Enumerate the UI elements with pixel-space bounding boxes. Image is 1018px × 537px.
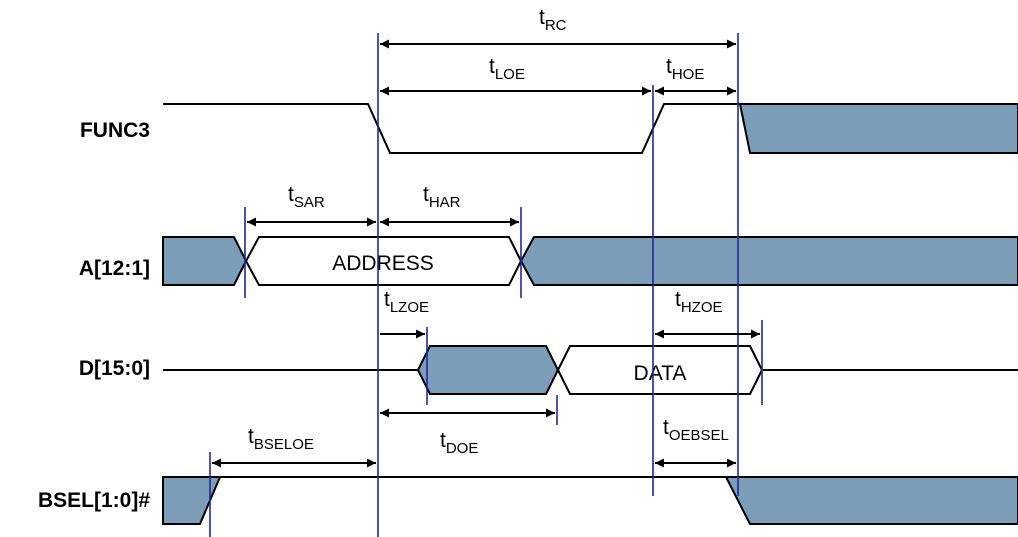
signal-label-data: D[15:0] [79, 357, 150, 380]
timing-label-toebsel: tOEBSEL [663, 416, 729, 444]
timing-label-tsar: tSAR [288, 183, 325, 211]
timing-label-thzoe: tHZOE [675, 288, 723, 316]
signal-label-bsel: BSEL[1:0]# [38, 489, 150, 512]
signal-label-address: A[12:1] [79, 257, 150, 280]
timing-label-tlzoe: tLZOE [384, 288, 429, 316]
timing-label-thar: tHAR [423, 183, 461, 211]
func3-invalid-region [738, 103, 1018, 154]
data-bus-label: DATA [634, 362, 687, 385]
data-invalid-region [416, 345, 560, 395]
timing-label-trc: tRC [539, 6, 567, 34]
timing-label-thoe: tHOE [666, 55, 704, 83]
waveform-data: DATA [163, 345, 1018, 395]
timing-label-tbseloe: tBSELOE [248, 425, 314, 453]
address-bus-label: ADDRESS [332, 252, 434, 275]
timing-arrows [212, 39, 760, 468]
timing-label-tdoe: tDOE [440, 429, 478, 457]
address-valid-region [244, 236, 523, 286]
signal-label-func3: FUNC3 [80, 119, 150, 142]
waveform-func3 [163, 103, 1018, 154]
bsel-invalid-region-left [162, 476, 222, 525]
waveform-address: ADDRESS [162, 236, 1018, 286]
bsel-invalid-region-right [724, 476, 1018, 525]
address-invalid-region-right [519, 236, 1018, 286]
timing-label-tloe: tLOE [489, 55, 525, 83]
data-valid-region [556, 345, 764, 395]
address-invalid-region-left [162, 236, 248, 286]
reference-lines [209, 33, 763, 537]
waveform-bsel [162, 476, 1018, 525]
